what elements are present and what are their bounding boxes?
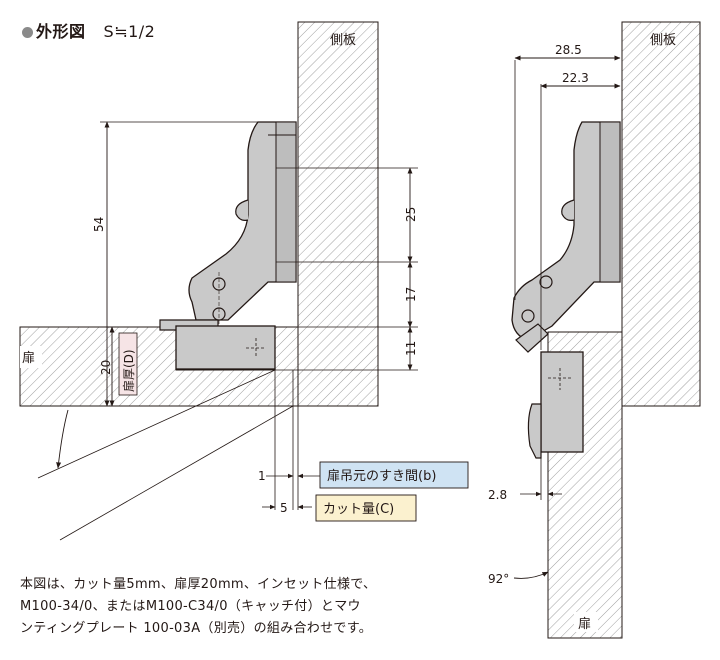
cut-amount-box — [315, 494, 417, 522]
dim-1: 1 — [258, 469, 266, 483]
bullet-icon — [22, 27, 33, 38]
door-right-label: 扉 — [578, 616, 591, 632]
hinge-arm-left — [188, 121, 297, 321]
dim-17: 17 — [404, 287, 418, 302]
note-line: M100-34/0、またはM100-C34/0（キャッチ付）とマウ — [20, 599, 361, 614]
dim-28-5: 28.5 — [555, 43, 582, 57]
note-line: 本図は、カット量5mm、扉厚20mm、インセット仕様で、 — [20, 577, 377, 592]
side-panel-left-label: 側板 — [330, 33, 356, 48]
dim-angle: 92° — [488, 572, 509, 586]
door-thickness-label: 扉厚(D) — [122, 349, 136, 392]
title-label: 外形図 — [36, 22, 86, 41]
dim-5: 5 — [280, 501, 288, 515]
cut-amount-label: カット量(C) — [323, 502, 394, 517]
dim-2-8: 2.8 — [488, 488, 507, 502]
dim-54: 54 — [92, 217, 106, 232]
hinge-cup-left — [175, 325, 276, 370]
hinge-gap-box — [319, 461, 469, 489]
scale-label: S≒1/2 — [103, 22, 156, 41]
side-panel-left — [297, 21, 379, 407]
figure-title: 外形図 S≒1/2 — [22, 18, 155, 42]
explanatory-note: 本図は、カット量5mm、扉厚20mm、インセット仕様で、 M100-34/0、ま… — [20, 574, 450, 640]
side-panel-right-label: 側板 — [650, 33, 676, 48]
dim-25: 25 — [404, 207, 418, 222]
hinge-cup-right — [540, 351, 584, 453]
dim-11: 11 — [404, 341, 418, 356]
dim-22-3: 22.3 — [562, 71, 589, 85]
dim-20: 20 — [99, 360, 113, 375]
left-view: 側板 扉 54 20 扉厚(D) — [19, 21, 469, 541]
door-left-label: 扉 — [22, 350, 35, 366]
right-view: 側板 扉 28.5 22.3 2.8 92° — [488, 21, 701, 639]
hinge-gap-label: 扉吊元のすき間(b) — [327, 468, 436, 484]
note-line: ンティングプレート 100-03A（別売）の組み合わせです。 — [20, 621, 372, 636]
side-panel-right — [621, 21, 701, 407]
